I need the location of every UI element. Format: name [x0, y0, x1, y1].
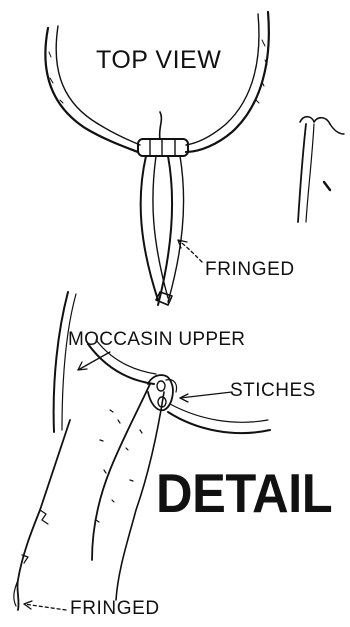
moccasin-upper-label: MOCCASIN UPPER	[68, 330, 245, 349]
fringed-label-top: FRINGED	[205, 260, 295, 279]
detail-heading: DETAIL	[156, 466, 332, 521]
fringed-label-bottom: FRINGED	[70, 599, 160, 618]
stitches-label: STICHES	[230, 381, 316, 400]
top-view-label: TOP VIEW	[96, 48, 221, 73]
